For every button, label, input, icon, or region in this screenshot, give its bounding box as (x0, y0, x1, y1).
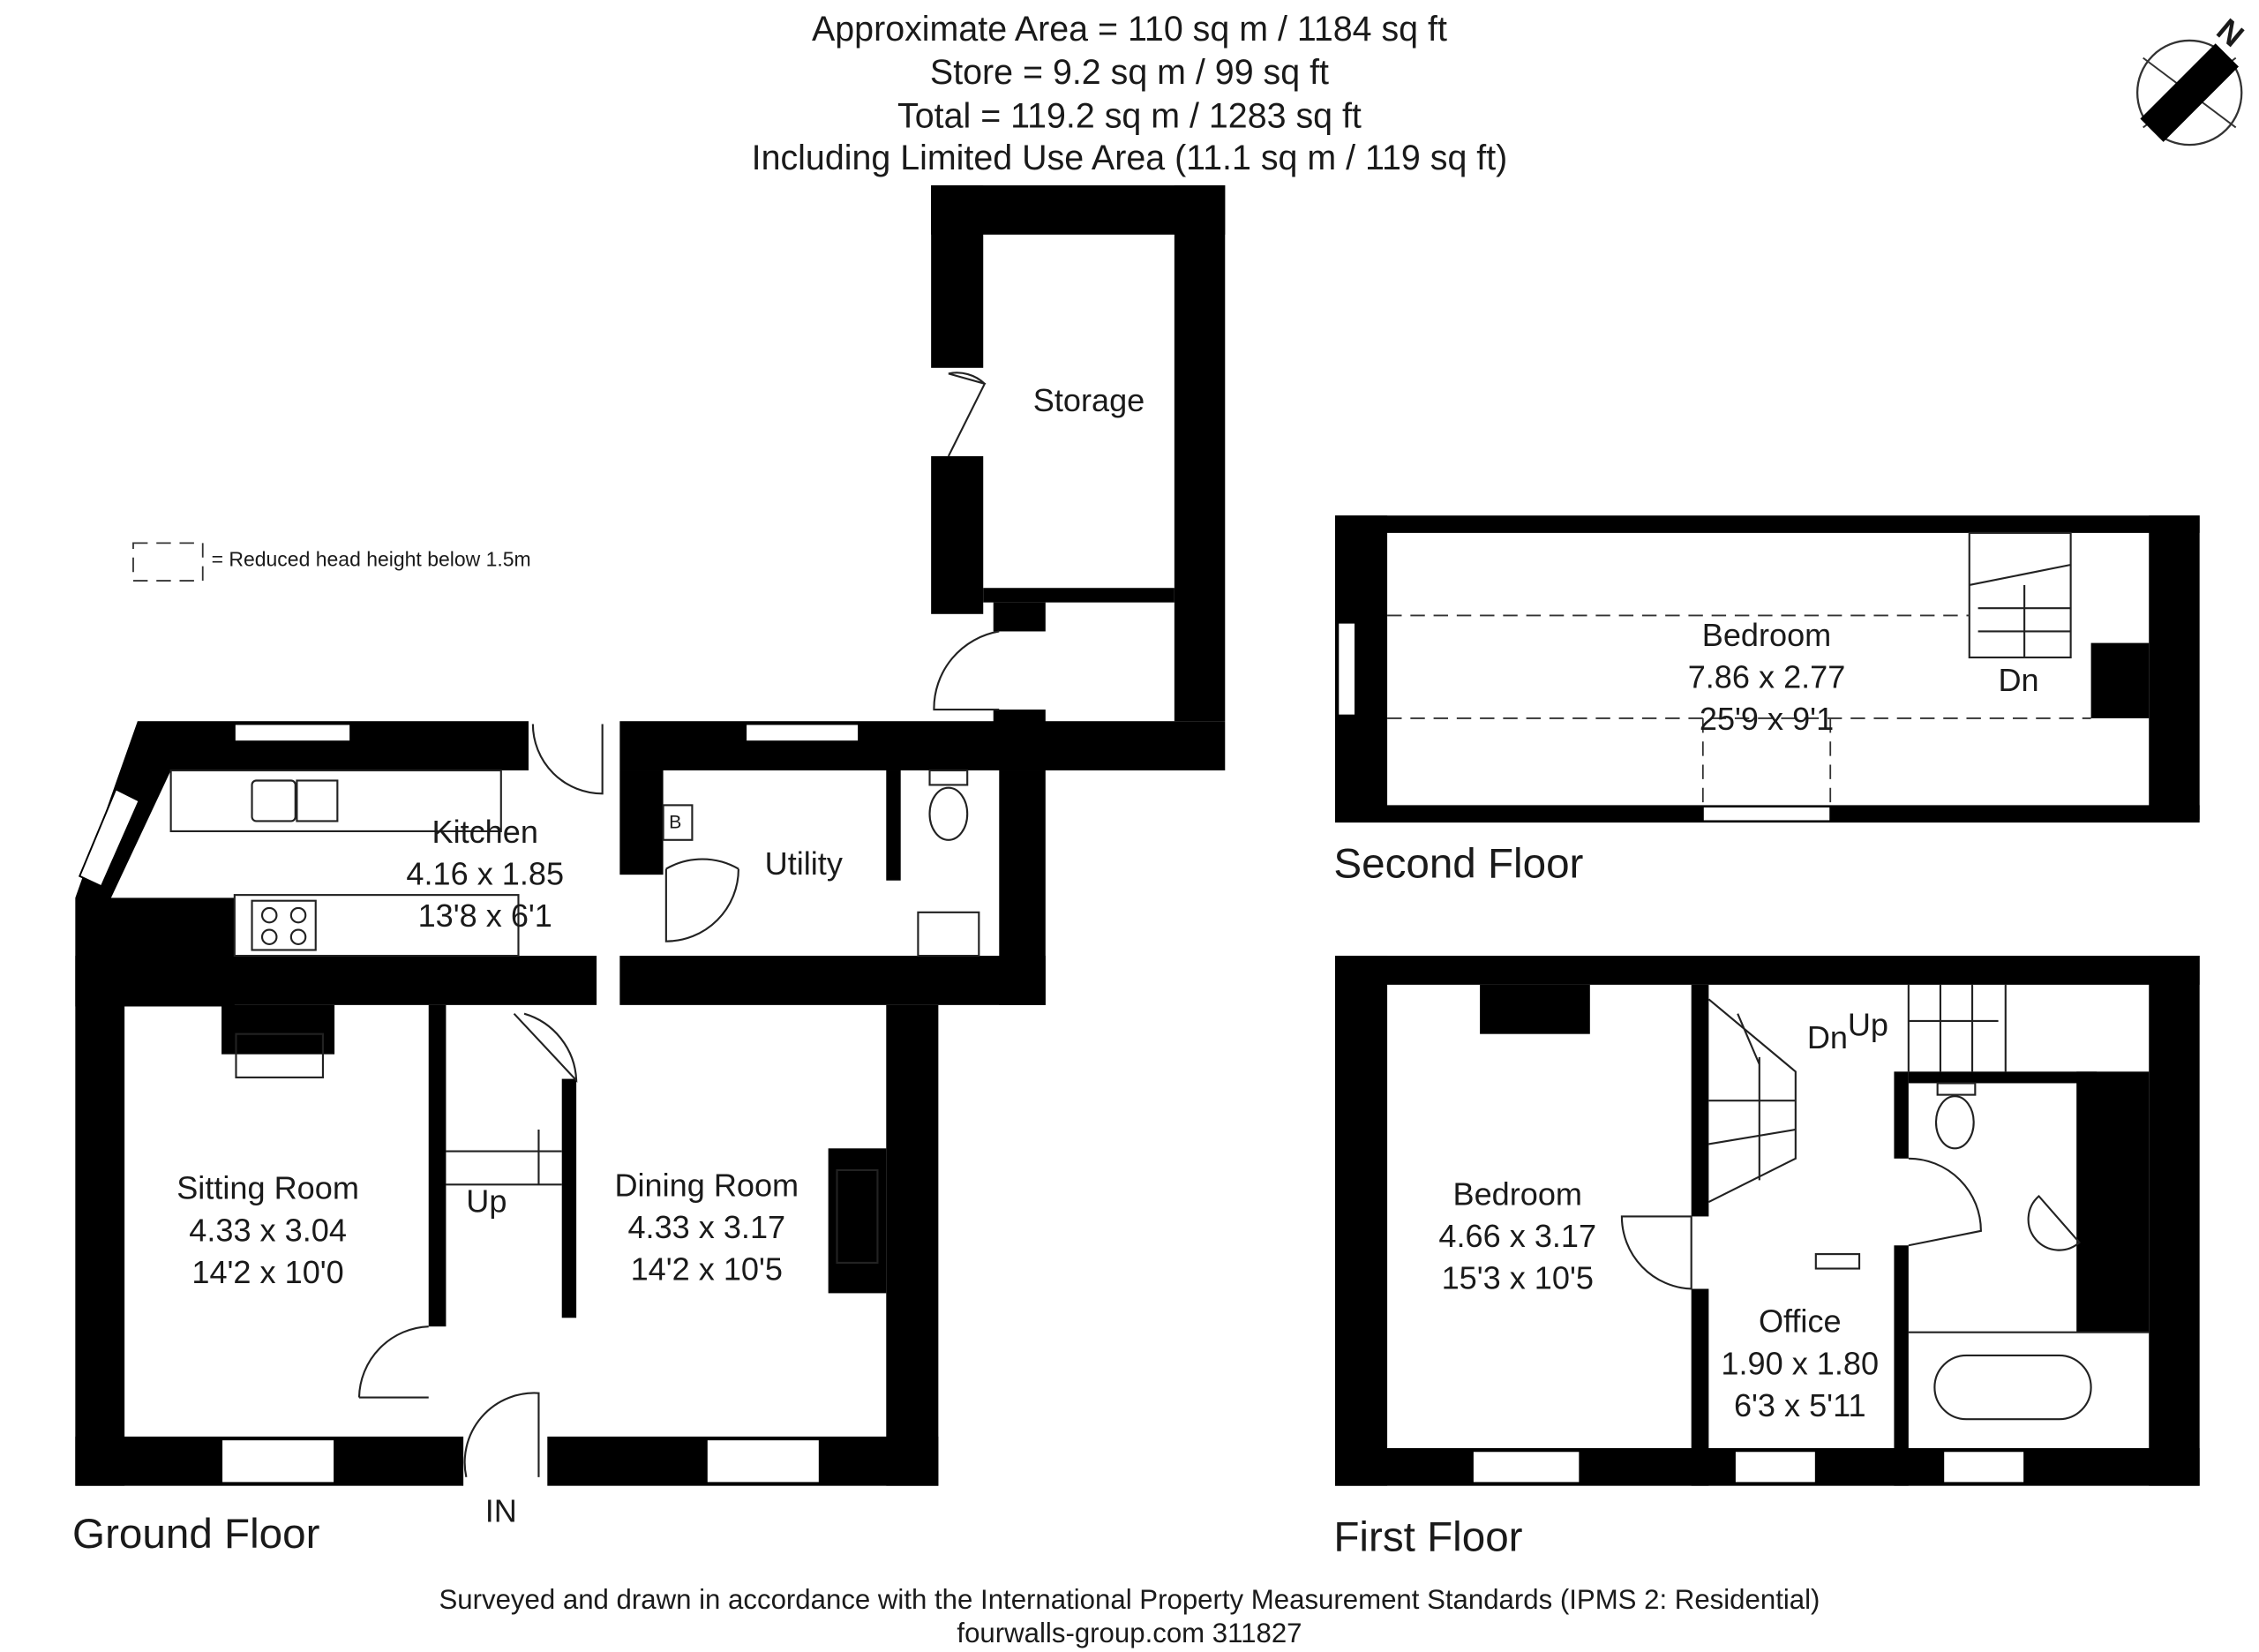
kitchen-metric: 4.16 x 1.85 (406, 855, 565, 892)
second-bedroom-imperial: 25'9 x 9'1 (1699, 701, 1835, 738)
dining-room-label: Dining Room 4.33 x 3.17 14'2 x 10'5 (576, 1164, 837, 1290)
dining-wall-left (561, 1078, 577, 1318)
utility-wc-divider (886, 770, 901, 881)
bedroom-wall-right-lower (1691, 1288, 1709, 1486)
utility-label: Utility (764, 845, 843, 882)
storage-wall-left-upper (931, 185, 984, 368)
second-floor-title: Second Floor (1333, 841, 1584, 888)
kitchen-label: Kitchen 4.16 x 1.85 13'8 x 6'1 (369, 811, 601, 937)
stairs-up-ground: Up (466, 1183, 507, 1220)
first-wall-right (2149, 956, 2200, 1486)
first-bedroom-label: Bedroom 4.66 x 3.17 15'3 x 10'5 (1401, 1173, 1633, 1299)
stairs-up-first: Up (1847, 1006, 1888, 1043)
second-bedroom-metric: 7.86 x 2.77 (1687, 658, 1846, 695)
sitting-wall-right (428, 1004, 447, 1327)
storage-divider (983, 588, 1175, 603)
legend-text: = Reduced head height below 1.5m (211, 547, 531, 571)
ground-wall-right (886, 1004, 939, 1486)
storage-wall-right (1174, 185, 1226, 722)
first-bedroom-name: Bedroom (1452, 1175, 1583, 1213)
dining-room-imperial: 14'2 x 10'5 (630, 1250, 783, 1288)
footer-reference: fourwalls-group.com 311827 (957, 1618, 1302, 1650)
bedroom-wall-right-upper (1691, 984, 1709, 1217)
bath-wall-left-upper (1894, 1071, 1909, 1159)
chimney-dining (828, 1148, 887, 1294)
first-bedroom-imperial: 15'3 x 10'5 (1441, 1259, 1594, 1296)
first-wall-left (1335, 956, 1388, 1486)
first-floor-title: First Floor (1333, 1514, 1523, 1561)
header-limited-use: Including Limited Use Area (11.1 sq m / … (751, 139, 1508, 178)
utility-wall-bottom (619, 956, 1046, 1005)
compass-icon (2135, 39, 2243, 146)
stairs-dn-first: Dn (1806, 1019, 1849, 1056)
office-name: Office (1758, 1303, 1842, 1340)
bath-chimney (2076, 1071, 2150, 1333)
boiler-label: B (669, 810, 682, 833)
second-wall-top (1335, 515, 2200, 533)
utility-wall-top (619, 721, 1226, 771)
second-bedroom-name: Bedroom (1701, 617, 1832, 654)
first-bedroom-metric: 4.66 x 3.17 (1438, 1218, 1597, 1255)
dining-room-name: Dining Room (614, 1167, 799, 1204)
first-bedroom-chimney (1480, 984, 1590, 1034)
sitting-room-label: Sitting Room 4.33 x 3.04 14'2 x 10'0 (138, 1168, 398, 1294)
ground-wall-left (75, 1004, 125, 1486)
bath-wall-top (1908, 1071, 2098, 1084)
entrance-label: IN (484, 1492, 517, 1529)
office-metric: 1.90 x 1.80 (1721, 1345, 1880, 1382)
sitting-room-imperial: 14'2 x 10'0 (191, 1254, 344, 1291)
second-chimney (2090, 642, 2150, 718)
storage-label: Storage (1032, 382, 1145, 419)
first-wall-top (1335, 956, 2200, 985)
second-bedroom-label: Bedroom 7.86 x 2.77 25'9 x 9'1 (1651, 614, 1883, 740)
storage-door-jamb (993, 602, 1046, 632)
second-wall-right (2149, 515, 2200, 820)
sitting-room-name: Sitting Room (176, 1169, 359, 1206)
storage-wall-left-lower (931, 455, 984, 614)
office-label: Office 1.90 x 1.80 6'3 x 5'11 (1708, 1301, 1891, 1427)
utility-wall-left (619, 770, 664, 875)
header-store: Store = 9.2 sq m / 99 sq ft (929, 53, 1330, 94)
header-total: Total = 119.2 sq m / 1283 sq ft (897, 96, 1362, 137)
dining-room-metric: 4.33 x 3.17 (627, 1209, 786, 1246)
storage-door-jamb-lower (993, 710, 1046, 725)
sitting-room-metric: 4.33 x 3.04 (189, 1212, 347, 1249)
chimney-sitting (221, 1004, 335, 1055)
stairs-dn-second: Dn (1998, 661, 2039, 698)
header-area: Approximate Area = 110 sq m / 1184 sq ft (812, 10, 1447, 49)
ground-midwall (75, 956, 597, 1005)
footer-standards: Surveyed and drawn in accordance with th… (439, 1585, 1820, 1617)
kitchen-name: Kitchen (432, 814, 538, 851)
kitchen-imperial: 13'8 x 6'1 (417, 897, 552, 935)
bath-wall-left-lower (1894, 1245, 1909, 1486)
office-imperial: 6'3 x 5'11 (1733, 1387, 1866, 1424)
ground-floor-title: Ground Floor (72, 1512, 320, 1558)
